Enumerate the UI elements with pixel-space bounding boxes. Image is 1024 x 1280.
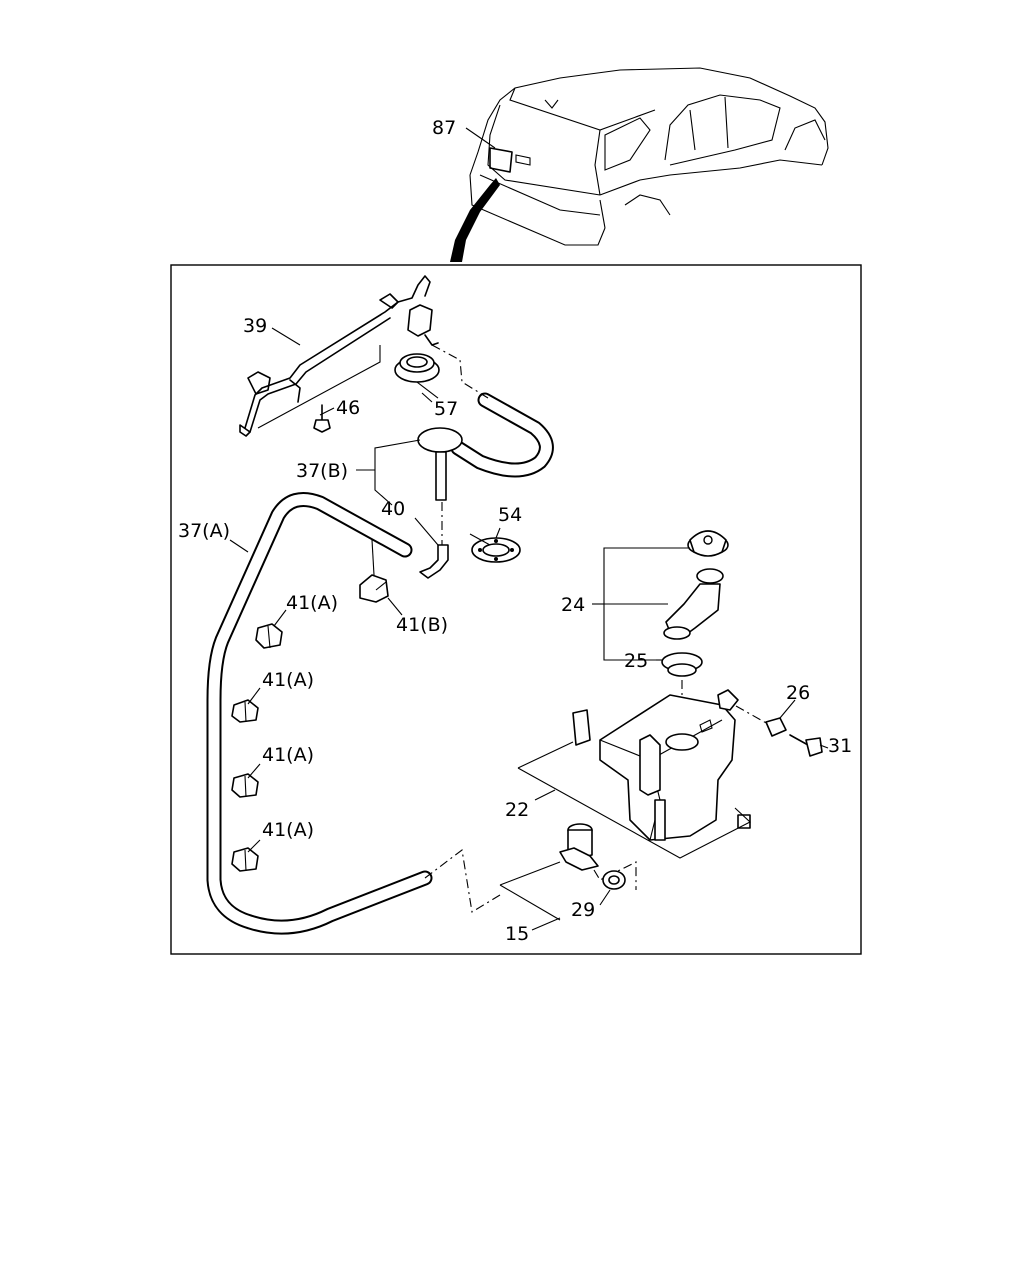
callout-54: 54 xyxy=(498,504,522,526)
hose-37b xyxy=(417,344,554,501)
callout-39: 39 xyxy=(243,315,267,337)
callout-41a-4: 41(A) xyxy=(262,819,314,841)
callout-22: 22 xyxy=(505,799,529,821)
part-22-washer-tank xyxy=(517,689,751,859)
callout-87: 87 xyxy=(432,117,456,139)
part-24-filler-neck xyxy=(663,530,729,640)
detail-frame xyxy=(170,264,862,955)
callout-40: 40 xyxy=(381,498,405,520)
callout-15: 15 xyxy=(505,923,529,945)
leader-lines xyxy=(229,127,829,931)
part-29-grommet xyxy=(602,870,626,890)
callout-37b: 37(B) xyxy=(296,460,348,482)
callout-25: 25 xyxy=(624,650,648,672)
hose-37a xyxy=(206,492,501,935)
callout-41b: 41(B) xyxy=(396,614,448,636)
callout-26: 26 xyxy=(786,682,810,704)
callout-46: 46 xyxy=(336,397,360,419)
part-41b-clip xyxy=(359,539,403,616)
part-39-washer-nozzle-pipe xyxy=(239,275,439,437)
part-26-collar xyxy=(735,705,787,737)
part-25-grommet xyxy=(661,652,703,677)
callout-41a-2: 41(A) xyxy=(262,669,314,691)
part-40-joint xyxy=(419,502,449,579)
callout-24: 24 xyxy=(561,594,585,616)
callout-37a: 37(A) xyxy=(178,520,230,542)
part-41a-clip-2 xyxy=(231,699,259,723)
part-41a-clip-4 xyxy=(231,847,259,872)
callout-41a-3: 41(A) xyxy=(262,744,314,766)
callout-29: 29 xyxy=(571,899,595,921)
part-31-screw xyxy=(789,734,823,757)
bracket-24-25 xyxy=(603,547,690,661)
part-57-grommet xyxy=(394,353,440,399)
callout-31: 31 xyxy=(828,735,852,757)
part-15-washer-pump xyxy=(499,823,637,921)
vehicle-outline xyxy=(450,67,829,262)
callout-57: 57 xyxy=(434,398,458,420)
part-41a-clip-3 xyxy=(231,773,259,798)
part-54-clip-ring xyxy=(469,533,521,563)
part-41a-clip-1 xyxy=(255,623,283,649)
part-46-screw xyxy=(313,404,331,433)
callout-41a-1: 41(A) xyxy=(286,592,338,614)
